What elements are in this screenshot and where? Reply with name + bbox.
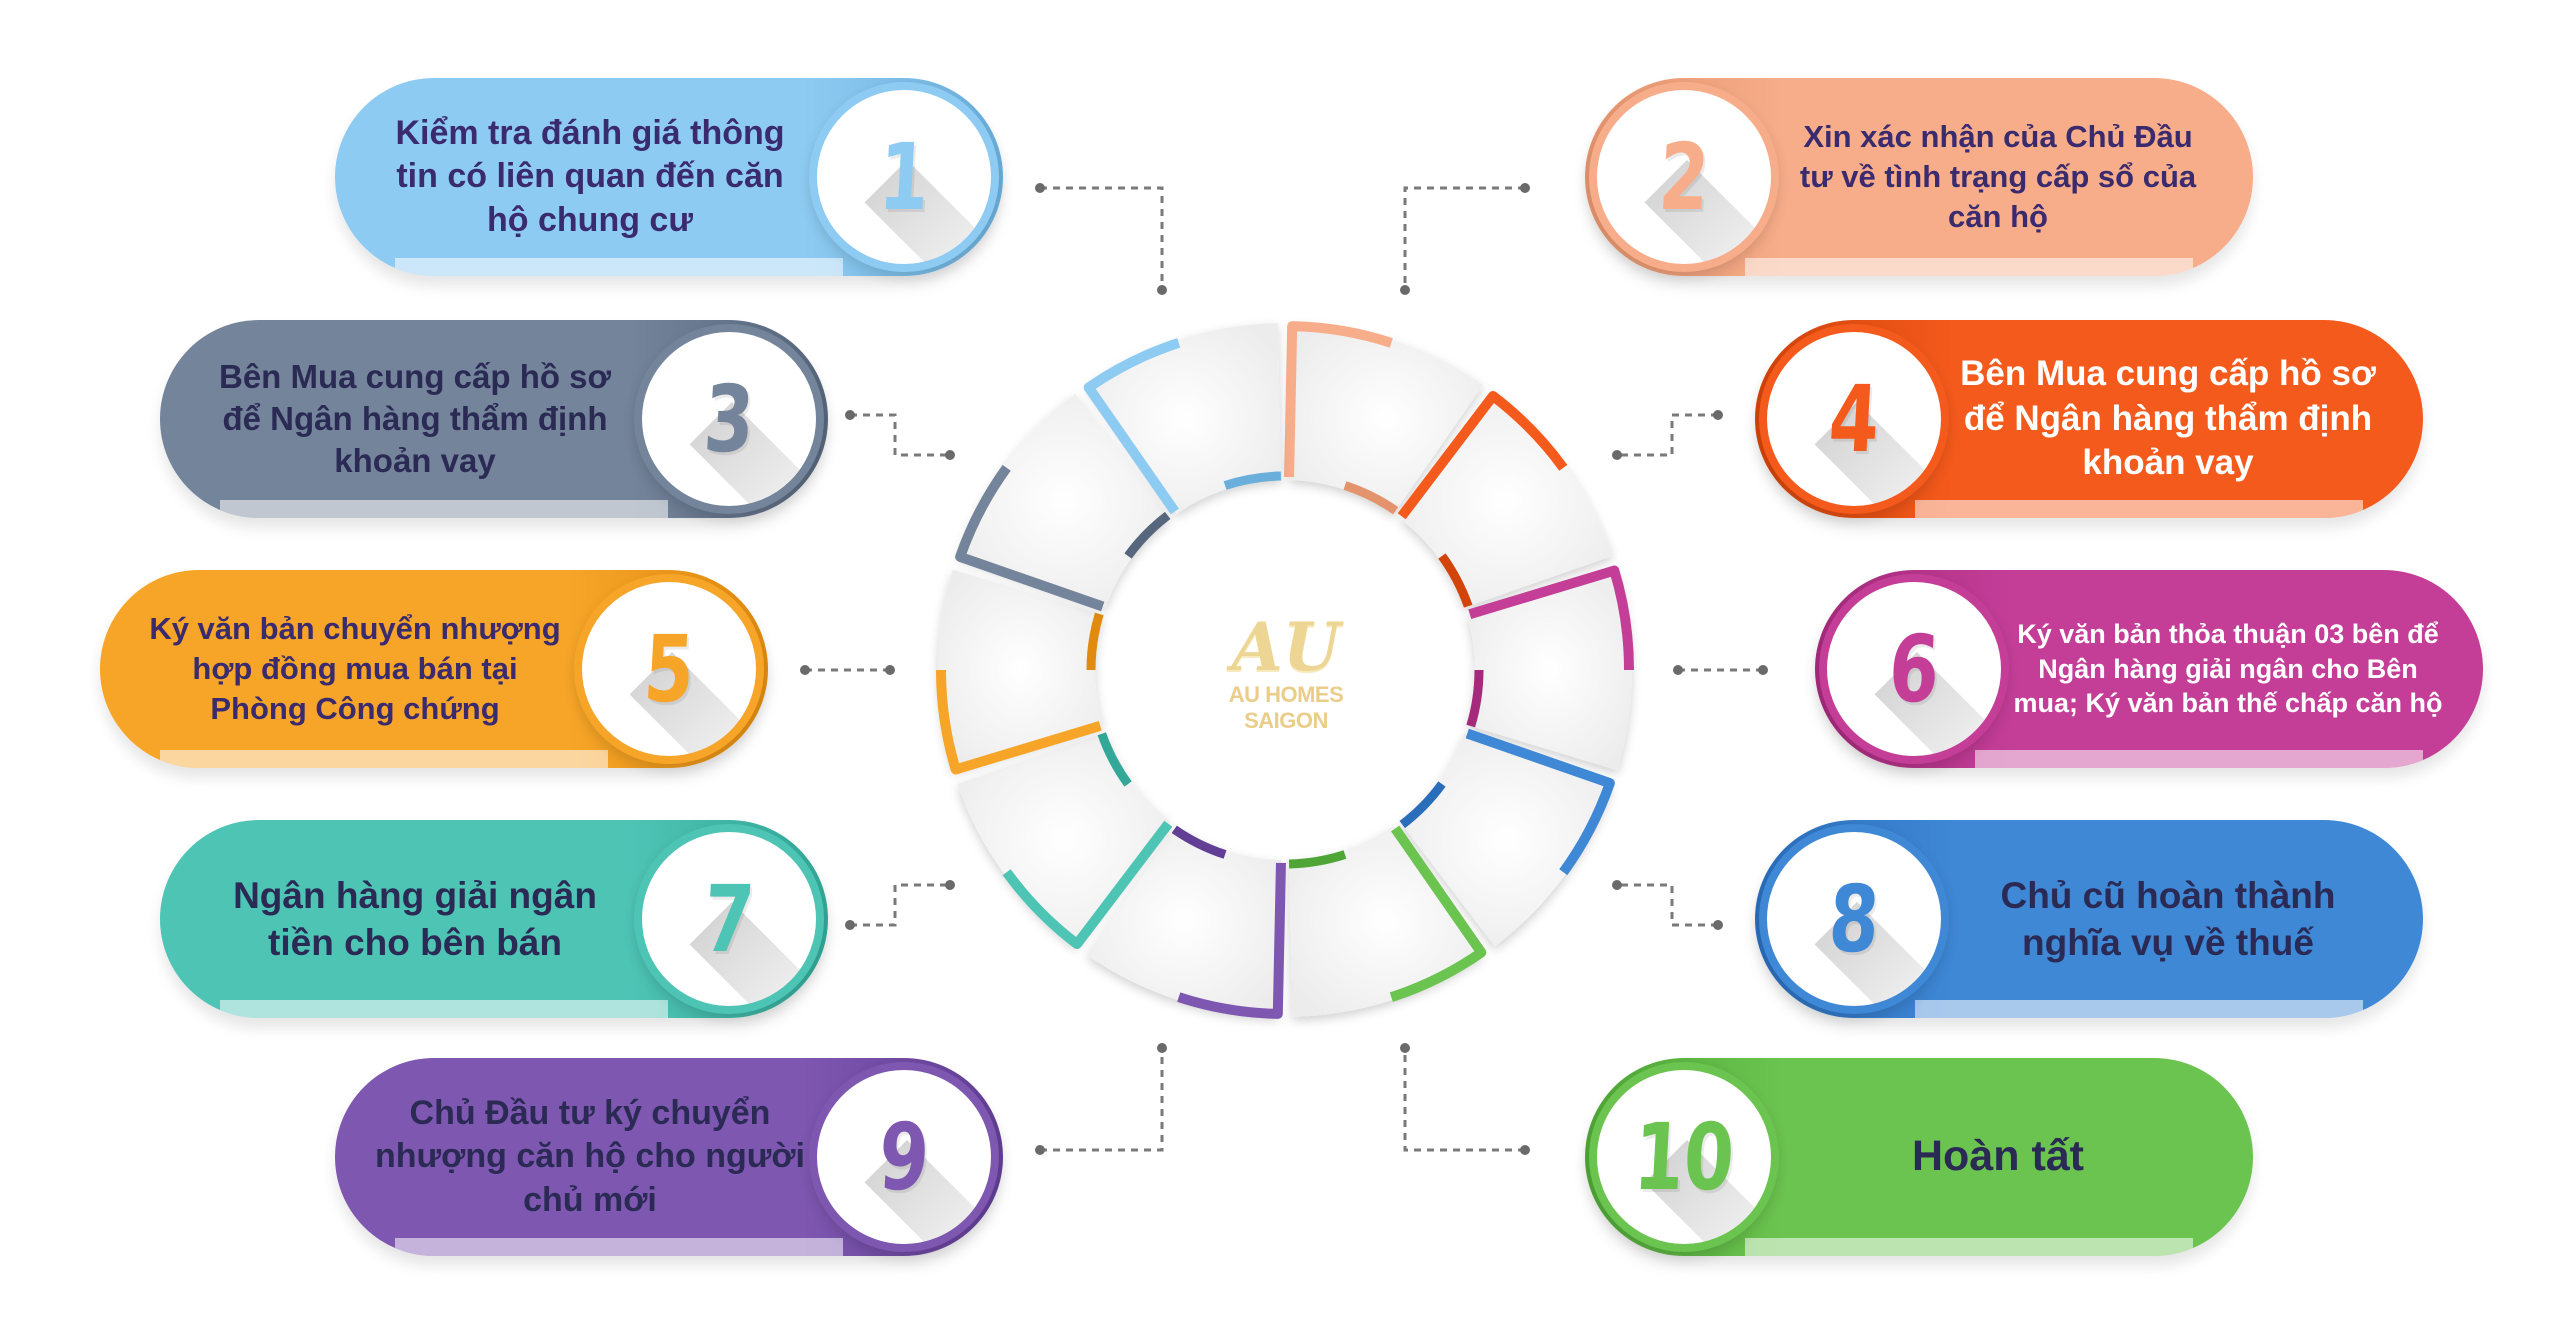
wheel-segment-edge-2 [1284,321,1393,478]
wheel-segment-5 [937,569,1104,771]
step-number-3: 3 [701,365,757,473]
wheel-segment-3 [957,393,1171,608]
step-number-9: 9 [876,1103,932,1211]
wheel-segment-edge-1 [1083,338,1181,515]
logo-mark: AU [1231,608,1341,686]
card-stripe [220,500,668,518]
step-number-badge-1: 1 [809,82,999,272]
wheel-segment-4 [1399,393,1613,608]
wheel-segment-edge-7 [1002,820,1173,950]
step-number-badge-9: 9 [809,1062,999,1252]
step-number-10: 10 [1631,1103,1737,1211]
step-text-3: Bên Mua cung cấp hồ sơ để Ngân hàng thẩm… [218,357,611,480]
step-number-4: 4 [1826,365,1882,473]
wheel-segment-2 [1288,323,1484,514]
step-number-badge-8: 8 [1759,824,1949,1014]
wheel-hub [1109,494,1461,846]
wheel-segment-inner-edge-3 [1124,511,1171,559]
wheel-segment-inner-edge-10 [1288,850,1347,869]
wheel-segment-inner-edge-6 [1466,669,1484,728]
wheel-segment-edge-8 [1465,728,1615,876]
step-text-5: Ký văn bản chuyển nhượng hợp đồng mua bá… [149,611,561,726]
wheel-segment-edge-5 [936,669,1102,775]
step-number-badge-10: 10 [1589,1062,1779,1252]
wheel-segment-7 [957,732,1171,947]
step-text-9: Chủ Đầu tư ký chuyển nhượng căn hộ cho n… [375,1093,805,1219]
wheel-segment-inner-edge-8 [1399,781,1446,829]
step-text-7: Ngân hàng giải ngân tiền cho bên bán [233,874,597,963]
step-number-badge-7: 7 [634,824,824,1014]
wheel-segment-edge-9 [1177,862,1286,1019]
step-number-badge-5: 5 [574,574,764,764]
logo-name: AU HOMES SAIGON [1228,682,1344,733]
wheel-segment-1 [1086,323,1282,514]
step-number-2: 2 [1656,123,1712,231]
wheel-segment-10 [1288,826,1484,1017]
wheel-segment-edge-3 [955,464,1105,612]
step-number-8: 8 [1826,865,1882,973]
step-number-badge-3: 3 [634,324,824,514]
card-stripe [395,1238,843,1256]
step-number-1: 1 [876,123,932,231]
company-logo: AU AU HOMES SAIGON [1186,608,1386,733]
step-number-5: 5 [641,615,697,723]
card-stripe [1745,1238,2193,1256]
wheel-segment-inner-edge-2 [1343,481,1399,515]
step-text-1: Kiểm tra đánh giá thông tin có liên quan… [395,113,785,239]
card-stripe [220,1000,668,1018]
wheel-segment-edge-10 [1389,825,1487,1002]
card-stripe [1915,500,2363,518]
step-number-badge-2: 2 [1589,82,1779,272]
wheel-segment-6 [1466,569,1632,771]
wheel-segment-inner-edge-9 [1171,825,1227,859]
wheel-segment-inner-edge-1 [1223,471,1282,490]
wheel-segment-inner-edge-4 [1438,553,1473,608]
step-text-2: Xin xác nhận của Chủ Đầu tư về tình trạn… [1799,119,2197,234]
step-number-badge-6: 6 [1819,574,2009,764]
step-text-10: Hoàn tất [1912,1132,2084,1181]
step-number-7: 7 [701,865,757,973]
wheel-segment-edge-4 [1397,390,1568,520]
wheel-segment-8 [1399,732,1613,947]
wheel-segment-inner-edge-7 [1097,732,1132,787]
step-number-6: 6 [1886,615,1942,723]
step-text-6: Ký văn bản thỏa thuận 03 bên để Ngân hàn… [2013,619,2443,719]
wheel-segment-edge-6 [1468,565,1634,671]
wheel-segment-inner-edge-5 [1086,612,1104,671]
card-stripe [1745,258,2193,276]
step-number-badge-4: 4 [1759,324,1949,514]
card-stripe [1915,1000,2363,1018]
card-stripe [1975,750,2423,768]
card-stripe [395,258,843,276]
card-stripe [160,750,608,768]
step-text-4: Bên Mua cung cấp hồ sơ để Ngân hàng thẩm… [1960,353,2376,483]
wheel-segment-9 [1086,826,1282,1017]
step-text-8: Chủ cũ hoàn thành nghĩa vụ về thuế [2000,874,2336,963]
